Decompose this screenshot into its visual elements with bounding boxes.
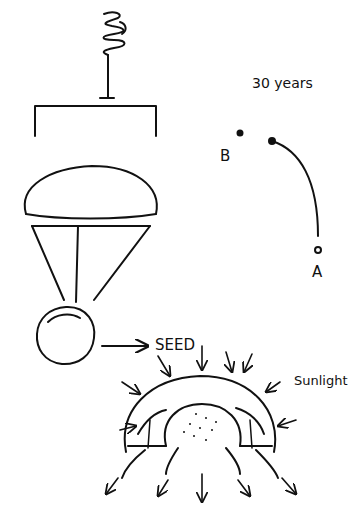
hand-scribble [100, 12, 126, 98]
dots-texture [183, 413, 217, 441]
point-label: B [220, 148, 230, 165]
sunlight-arrows [106, 346, 296, 502]
time-note: 30 years [252, 76, 313, 91]
sunlight-label: Sunlight [294, 374, 348, 388]
point-dot [238, 131, 243, 136]
point-dot [315, 247, 321, 253]
pointer-arrow [102, 345, 148, 347]
point-label: A [312, 264, 322, 281]
seed-label: SEED [155, 337, 195, 354]
dome-shape [25, 166, 157, 302]
seed-circle [37, 307, 94, 364]
trajectory-curve [272, 141, 318, 236]
bracket-shape [35, 106, 156, 136]
arch-shape [122, 376, 278, 478]
